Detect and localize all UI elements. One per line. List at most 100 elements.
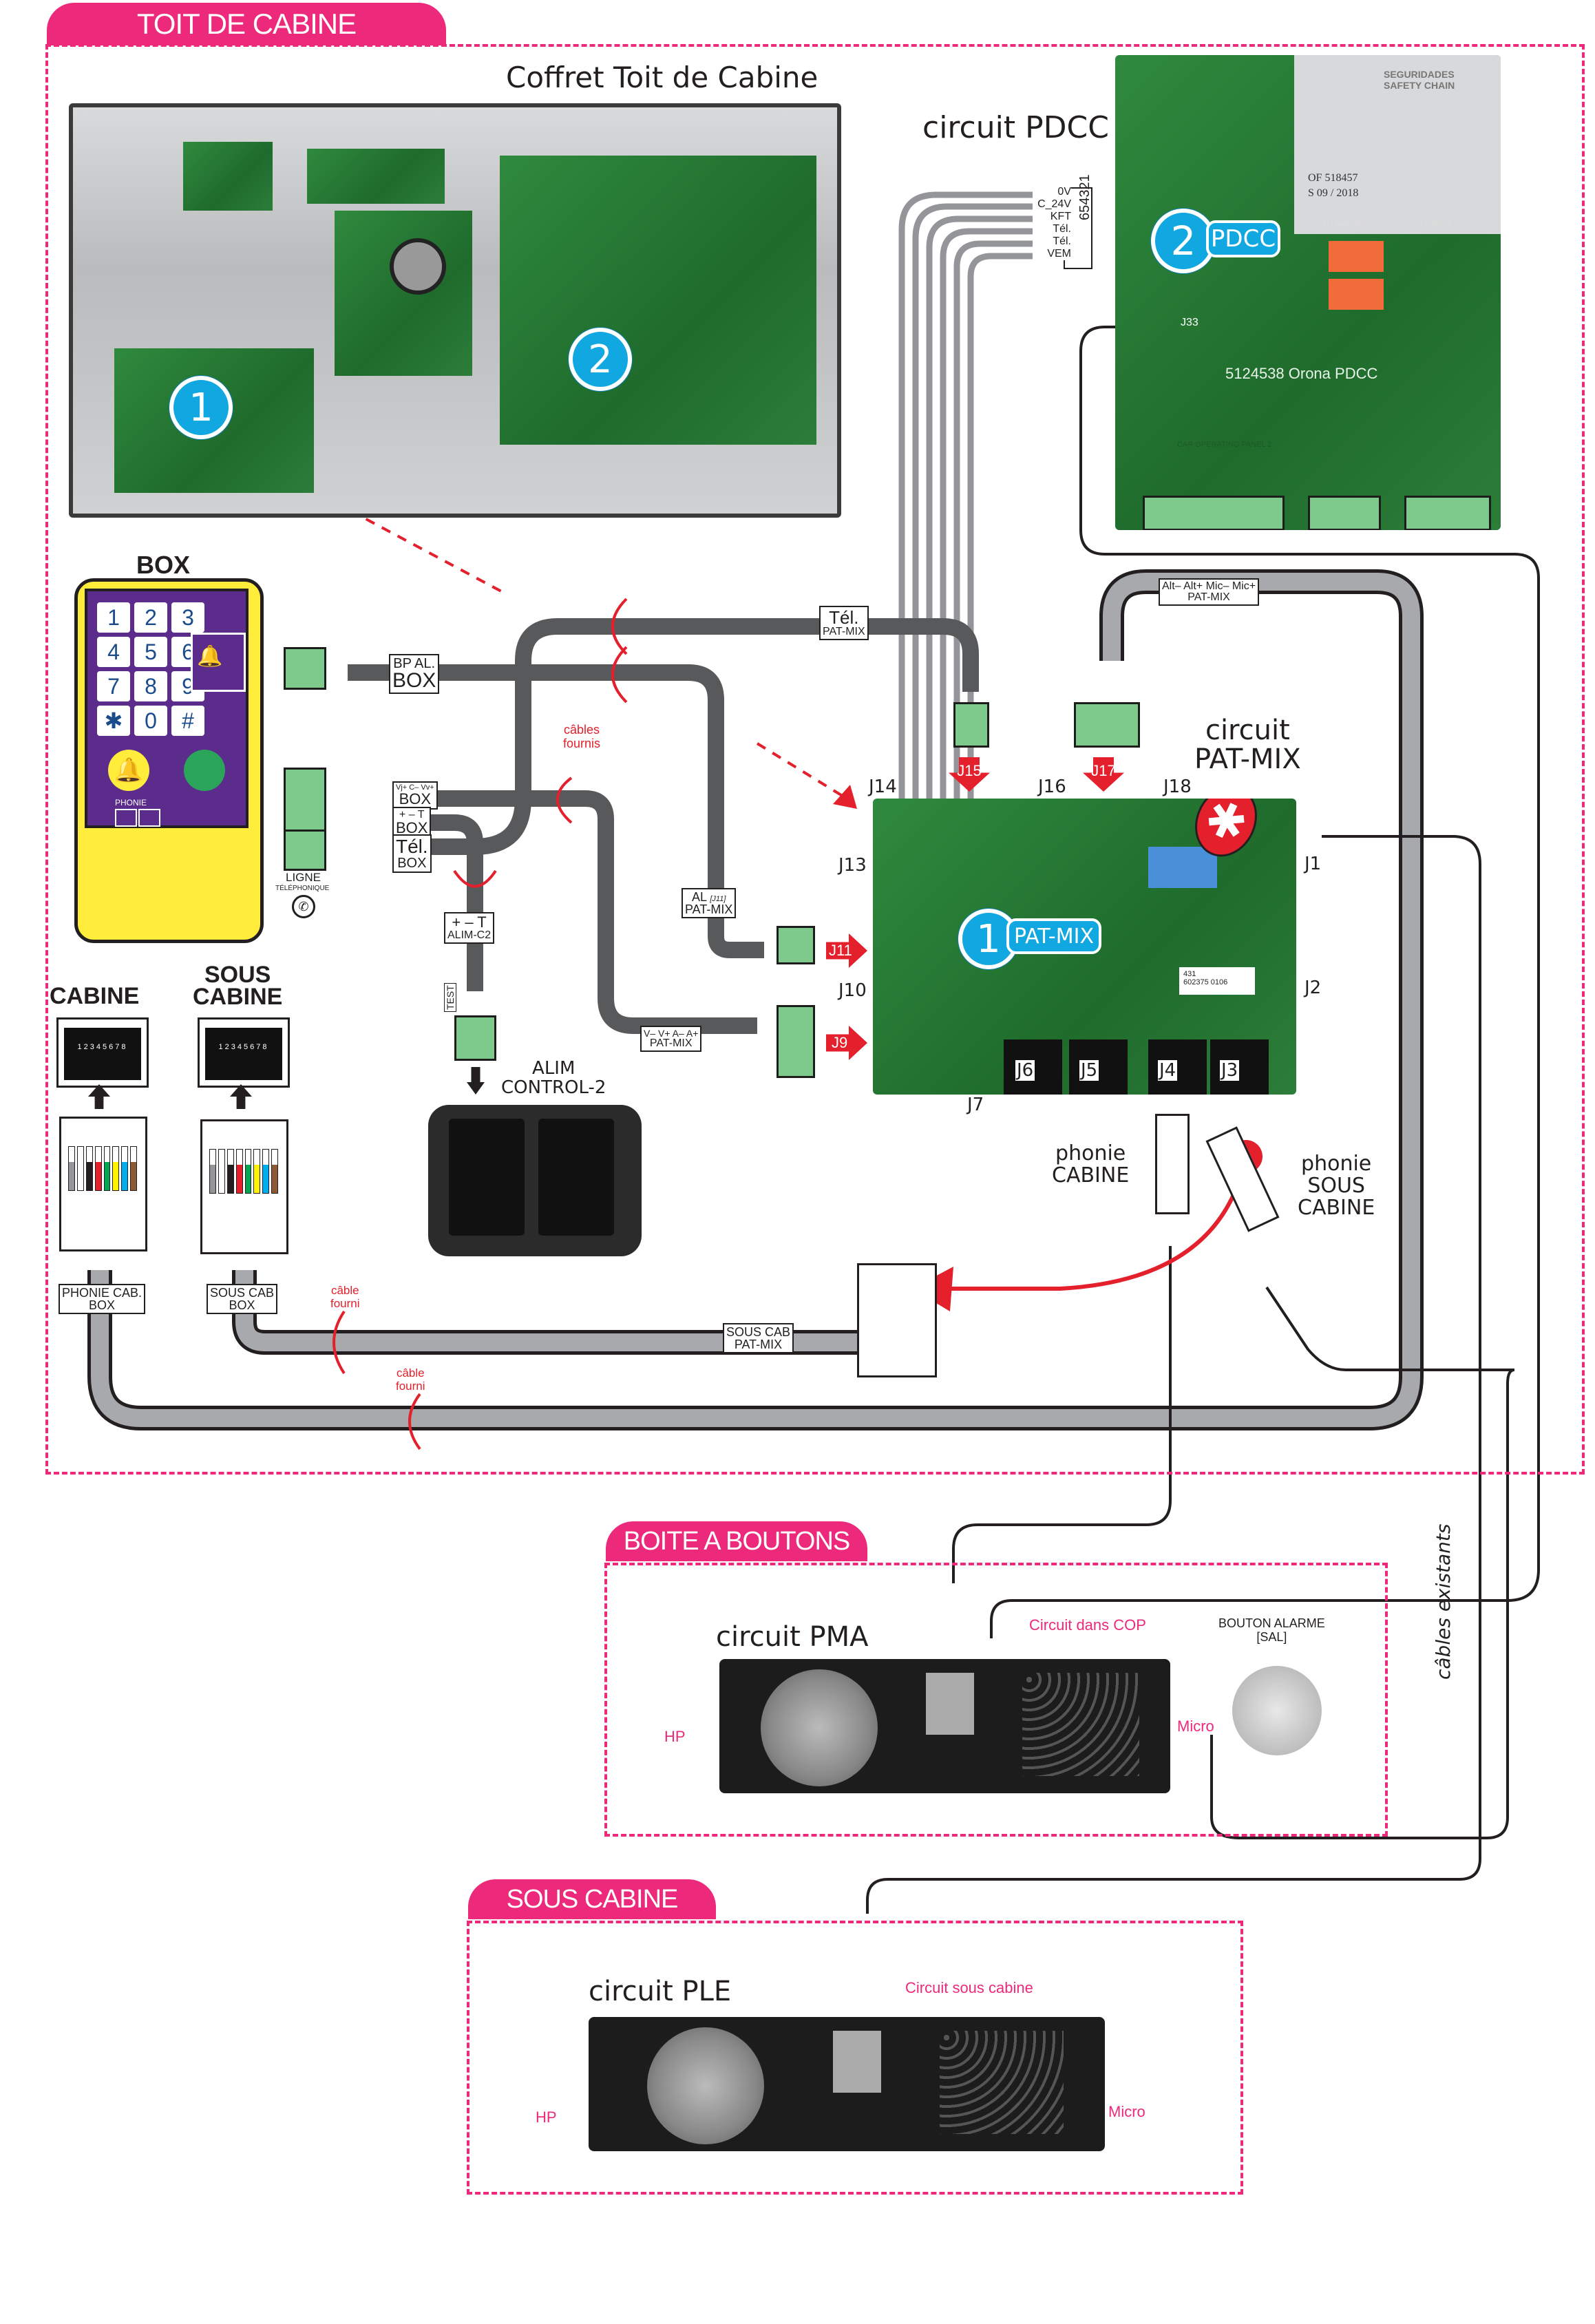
zone-tab-sous-cabine: SOUS CABINE xyxy=(468,1879,716,1919)
key-8[interactable]: 8 xyxy=(134,671,167,701)
pma-device xyxy=(719,1659,1170,1793)
rj-jack-sous-cab-target xyxy=(857,1263,937,1377)
pma-rj-socket xyxy=(926,1673,974,1735)
ple-speaker xyxy=(647,2027,764,2144)
key-1[interactable]: 1 xyxy=(97,602,130,633)
light-cables xyxy=(87,569,1424,1430)
pma-hp-label: HP xyxy=(664,1728,686,1745)
key-7[interactable]: 7 xyxy=(97,671,130,701)
pdcc-cop2-text: CAR OPERATING PANEL 2 xyxy=(1177,441,1272,449)
rj45-wire-6 xyxy=(253,1149,261,1194)
red-curve-arrow xyxy=(936,1170,1245,1291)
rj-socket-j3[interactable] xyxy=(1210,1039,1269,1095)
patmix-badge-label: PAT-MIX xyxy=(1006,918,1101,954)
label-alt-mic-patmix: Alt– Alt+ Mic– Mic+ PAT-MIX xyxy=(1159,578,1260,606)
rj-plug-j4 xyxy=(1155,1114,1190,1214)
cable-bp-al xyxy=(348,664,764,958)
rj45-wires-cabine xyxy=(68,1146,137,1191)
plug-j17 xyxy=(1074,702,1140,748)
label-j14: J14 xyxy=(869,777,897,797)
pma-speaker xyxy=(761,1669,878,1786)
rj45-wire-5 xyxy=(103,1146,111,1191)
cable-tel xyxy=(396,618,979,855)
dip-switch[interactable] xyxy=(1148,847,1217,888)
box-title: BOX xyxy=(136,551,191,579)
pdcc-wire-kft: KFT xyxy=(1033,211,1071,223)
alim-panel-left xyxy=(449,1119,525,1236)
rj45-wires-sous-cabine xyxy=(209,1149,278,1194)
key-4[interactable]: 4 xyxy=(97,637,130,667)
pdcc-bottom-terminal-3 xyxy=(1404,496,1491,530)
pdcc-series-text: S 09 / 2018 xyxy=(1308,187,1359,199)
alarm-bell-button[interactable]: 🔔 xyxy=(108,750,149,791)
test-label: TEST xyxy=(444,983,456,1012)
rj45-plug-sous-cabine xyxy=(200,1119,288,1254)
label-j2: J2 xyxy=(1304,978,1322,998)
rj45-jack-sous-cabine: 12345678 xyxy=(198,1017,290,1088)
label-j7: J7 xyxy=(967,1095,984,1115)
pcb-small-top xyxy=(183,142,273,211)
rj45-wire-8 xyxy=(271,1149,278,1194)
pdcc-board: SEGURIDADES SAFETY CHAIN OF 518457 S 09 … xyxy=(1115,55,1501,530)
ple-grille xyxy=(940,2031,1064,2134)
label-phonie-cab-box: PHONIE CAB. BOX xyxy=(59,1284,146,1314)
plug-alim xyxy=(454,1015,496,1061)
pdcc-j33-label: J33 xyxy=(1181,317,1198,328)
cable-clip-rings xyxy=(332,598,628,1450)
pdcc-badge-label: PDCC xyxy=(1206,220,1280,257)
label-j10: J10 xyxy=(838,980,867,1001)
pdcc-bottom-terminal-1 xyxy=(1143,496,1285,530)
key-star[interactable]: ✱ xyxy=(97,706,130,736)
ple-hp-label: HP xyxy=(536,2109,557,2126)
pdcc-wire-c24v: C_24V xyxy=(1033,198,1071,211)
key-hash[interactable]: # xyxy=(171,706,204,736)
coffret-photo: 1 2 xyxy=(69,103,841,518)
label-va-patmix: V– V+ A– A+ PAT-MIX xyxy=(640,1026,702,1052)
pdcc-safety-text: SEGURIDADES SAFETY CHAIN xyxy=(1384,69,1455,91)
pma-cop-label: Circuit dans COP xyxy=(1029,1616,1146,1634)
plug-j15 xyxy=(953,702,989,748)
dark-cables xyxy=(348,618,979,1034)
coffret-badge-1: 1 xyxy=(169,376,233,439)
pma-grille xyxy=(1022,1673,1139,1776)
bell-icon: 🔔 xyxy=(114,757,144,783)
pdcc-relay-2 xyxy=(1329,279,1384,310)
jack-cabine[interactable] xyxy=(115,809,137,827)
key-0[interactable]: 0 xyxy=(134,706,167,736)
box-bp-al-frame: 🔔 xyxy=(191,633,246,692)
rj45-wire-7 xyxy=(121,1146,129,1191)
jack-sous-cabine[interactable] xyxy=(138,809,160,827)
key-3[interactable]: 3 xyxy=(171,602,204,633)
key-5[interactable]: 5 xyxy=(134,637,167,667)
phonie-sous-cabine-label: phonie SOUS CABINE xyxy=(1298,1152,1375,1220)
alim-panel-right xyxy=(538,1119,614,1236)
coffret-title: Coffret Toit de Cabine xyxy=(506,61,818,94)
rj45-wire-5 xyxy=(244,1149,252,1194)
pdcc-wire-tel-1: Tél. xyxy=(1033,223,1071,235)
label-j1: J1 xyxy=(1304,854,1322,874)
ple-title: circuit PLE xyxy=(589,1976,732,2007)
rj-socket-j4[interactable] xyxy=(1148,1039,1207,1095)
box-panel: 1 2 3 4 5 6 7 8 9 ✱ 0 # 🔔 🔔 PHONIE xyxy=(85,589,249,828)
label-vj-box: Vj+ C– Vv+ BOX xyxy=(392,781,438,810)
label-bp-al-box: BP AL. BOX xyxy=(389,654,440,694)
label-al-patmix: AL [J11] PAT-MIX xyxy=(682,888,737,918)
ple-device xyxy=(589,2017,1105,2151)
rj45-plug-cabine xyxy=(59,1117,147,1251)
pma-title: circuit PMA xyxy=(716,1621,869,1653)
cable-vj xyxy=(392,790,757,1034)
rj45-sous-cabine-title: SOUS CABINE xyxy=(193,962,283,1010)
pdcc-brand-text: 5124538 Orona PDCC xyxy=(1225,365,1378,382)
label-j4: J4 xyxy=(1158,1060,1178,1081)
pdcc-bottom-terminal-2 xyxy=(1308,496,1381,530)
pdcc-of-text: OF 518457 xyxy=(1308,172,1358,184)
green-status-disc xyxy=(184,750,225,791)
bell-icon-small: 🔔 xyxy=(197,645,223,668)
ligne-plug xyxy=(284,830,326,871)
pdcc-ribbon-cable xyxy=(898,191,1064,799)
key-2[interactable]: 2 xyxy=(134,602,167,633)
patmix-sticker: 431 602375 0106 xyxy=(1179,967,1255,995)
label-alim-c2: + – T ALIM-C2 xyxy=(444,912,495,944)
rj45-wire-1 xyxy=(209,1149,216,1194)
coffret-badge-2: 2 xyxy=(569,328,632,391)
